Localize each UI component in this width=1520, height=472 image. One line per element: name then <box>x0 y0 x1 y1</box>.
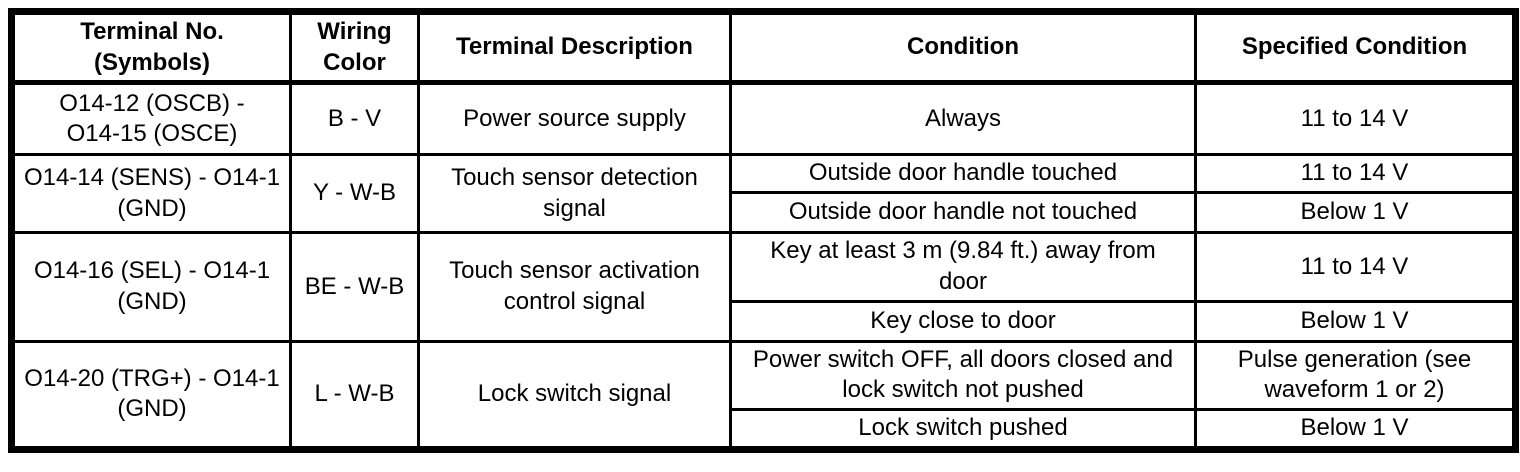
table-header-row: Terminal No. (Symbols) Wiring Color Term… <box>10 9 1517 86</box>
specified-condition-cell: 11 to 14 V <box>1194 153 1517 195</box>
condition-cell: Lock switch pushed <box>729 408 1197 452</box>
specified-condition-cell: Below 1 V <box>1194 408 1517 452</box>
table-row: Lock switch pushed Below 1 V <box>12 408 1517 452</box>
condition-cell: Key close to door <box>729 300 1197 343</box>
terminal-cell: O14-16 (SEL) - O14-1 (GND) <box>10 231 292 343</box>
header-specified-condition: Specified Condition <box>1194 9 1517 86</box>
wiring-color-cell: Y - W-B <box>289 153 420 235</box>
specified-condition-cell: Below 1 V <box>1194 191 1517 235</box>
description-cell: Touch sensor activation control signal <box>417 231 732 343</box>
terminal-cell: O14-20 (TRG+) - O14-1 (GND) <box>10 339 292 452</box>
table-row: O14-16 (SEL) - O14-1 (GND) BE - W-B Touc… <box>10 231 1517 343</box>
header-wiring-color: Wiring Color <box>289 9 420 86</box>
specified-condition-cell: 11 to 14 V <box>1194 81 1517 157</box>
wiring-color-cell: BE - W-B <box>289 231 420 343</box>
table-row: O14-14 (SENS) - O14-1 (GND) Y - W-B Touc… <box>10 153 1517 235</box>
description-cell: Touch sensor detection signal <box>417 153 732 235</box>
table-row: O14-20 (TRG+) - O14-1 (GND) L - W-B Lock… <box>10 339 1517 452</box>
condition-cell: Key at least 3 m (9.84 ft.) away from do… <box>729 231 1197 303</box>
condition-cell: Always <box>729 81 1197 157</box>
specified-condition-cell: 11 to 14 V <box>1194 231 1517 303</box>
wiring-color-cell: L - W-B <box>289 339 420 452</box>
wiring-color-cell: B - V <box>289 81 420 157</box>
terminal-cell: O14-14 (SENS) - O14-1 (GND) <box>10 153 292 235</box>
description-cell: Power source supply <box>417 81 732 157</box>
description-cell: Lock switch signal <box>417 339 732 452</box>
condition-cell: Outside door handle not touched <box>729 191 1197 235</box>
header-terminal-description: Terminal Description <box>417 9 732 86</box>
specified-condition-cell: Pulse generation (see waveform 1 or 2) <box>1194 339 1517 412</box>
header-terminal-no: Terminal No. (Symbols) <box>10 9 292 86</box>
table-row: Key close to door Below 1 V <box>12 300 1517 343</box>
terminal-cell: O14-12 (OSCB) - O14-15 (OSCE) <box>10 81 292 157</box>
table-row: Outside door handle not touched Below 1 … <box>12 191 1517 235</box>
condition-cell: Power switch OFF, all doors closed and l… <box>729 339 1197 412</box>
condition-cell: Outside door handle touched <box>729 153 1197 195</box>
table-row: O14-12 (OSCB) - O14-15 (OSCE) B - V Powe… <box>10 81 1517 157</box>
specified-condition-cell: Below 1 V <box>1194 300 1517 343</box>
terminal-spec-table: Terminal No. (Symbols) Wiring Color Term… <box>8 8 1519 454</box>
header-condition: Condition <box>729 9 1197 86</box>
